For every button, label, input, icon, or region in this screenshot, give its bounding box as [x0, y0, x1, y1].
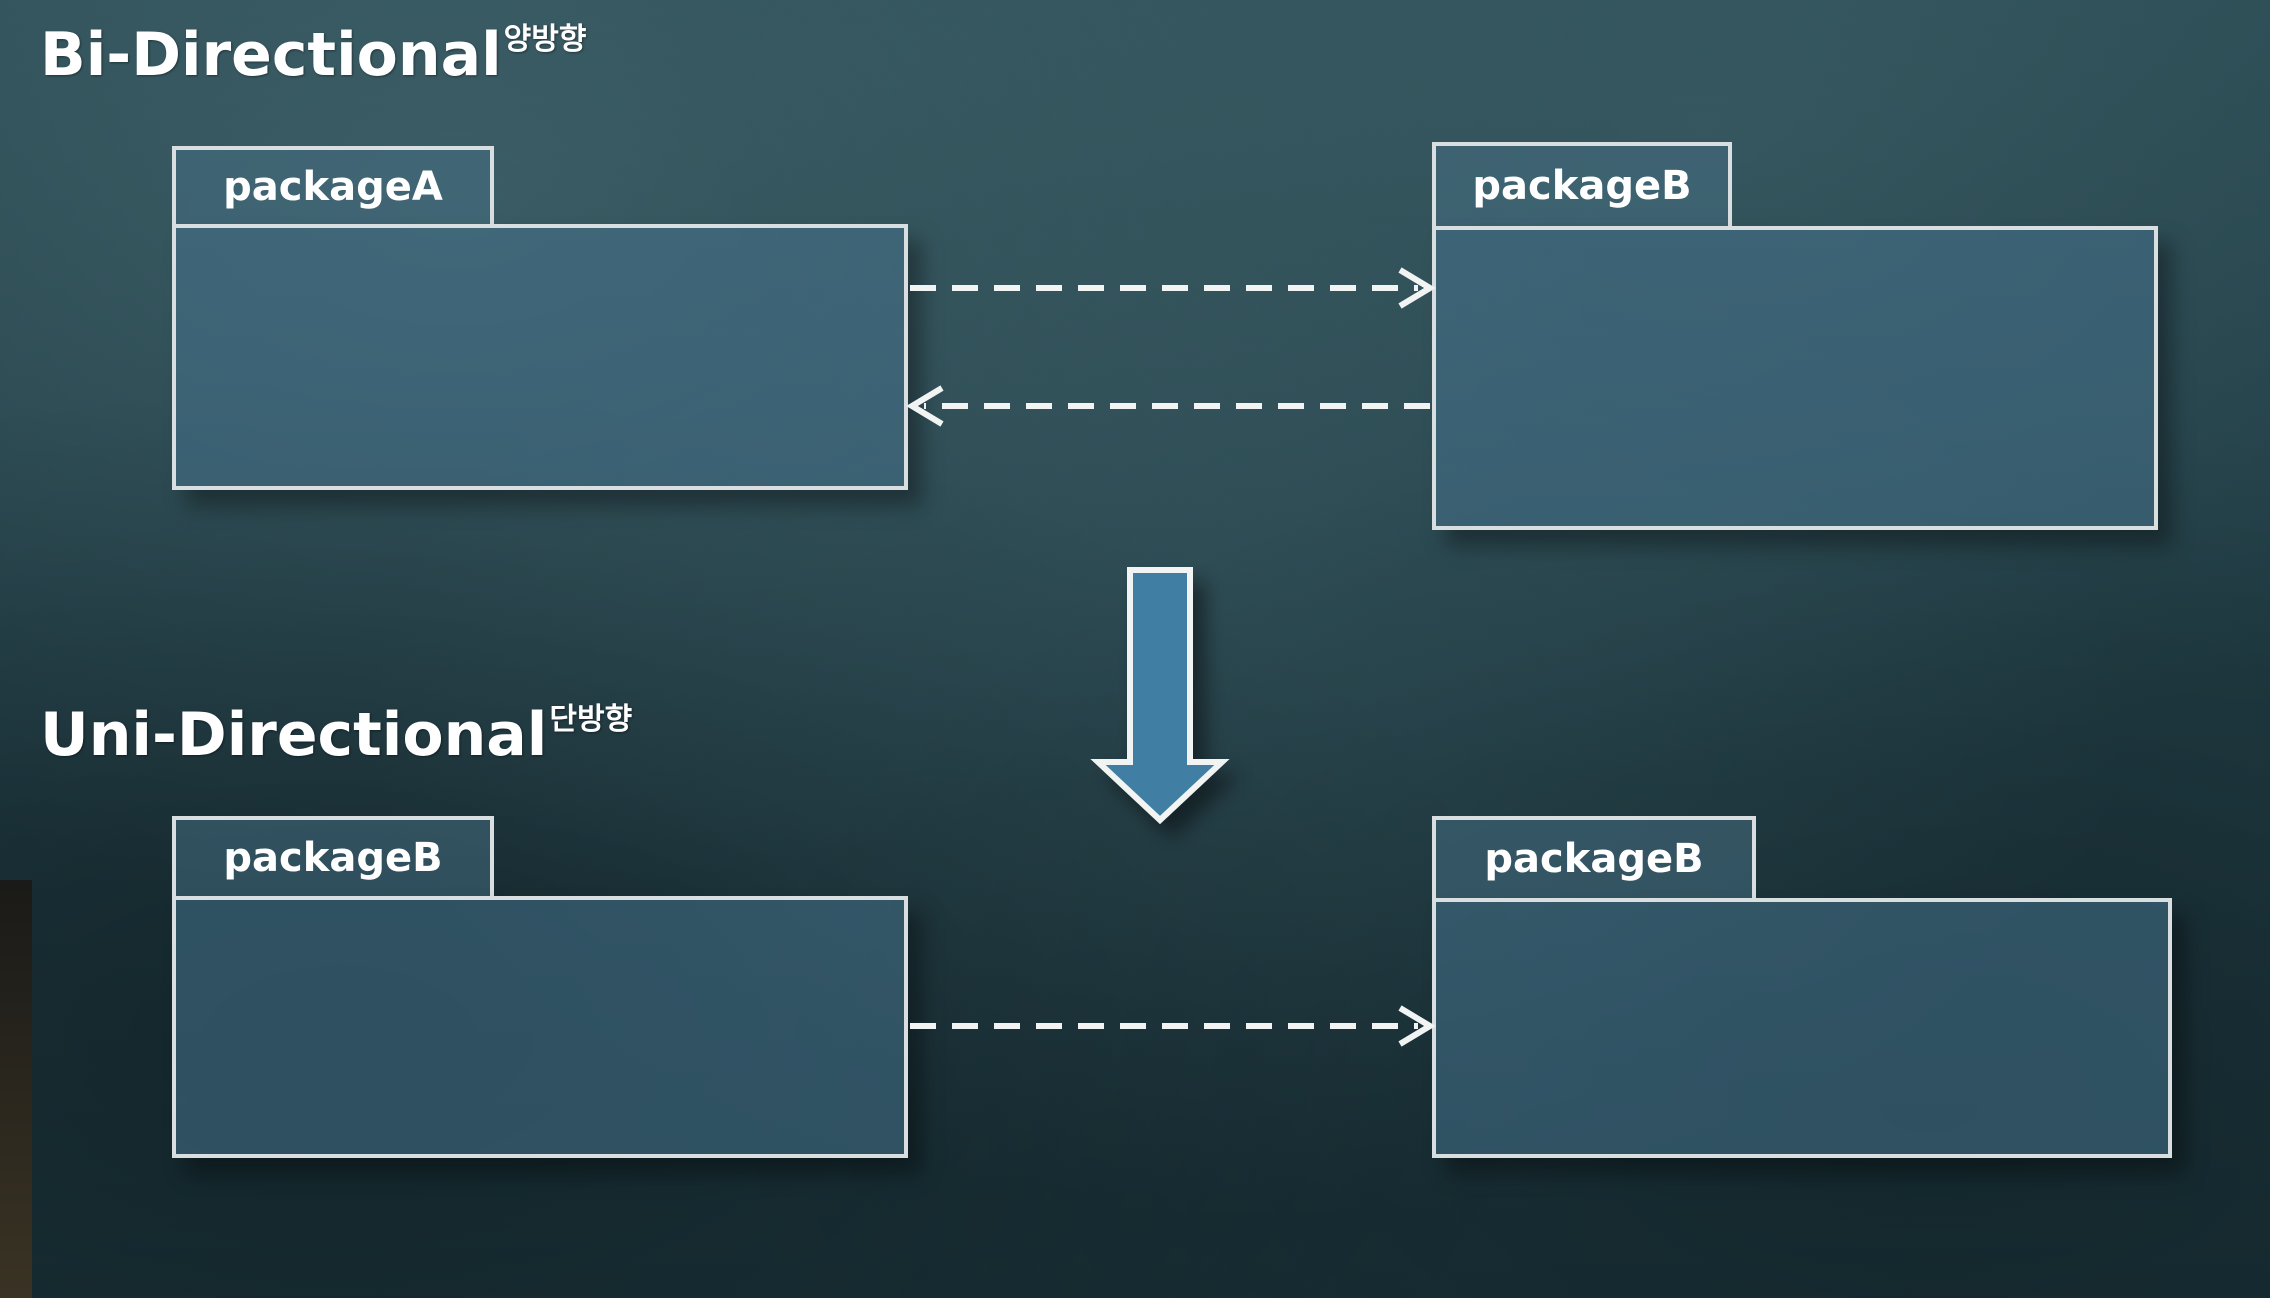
bi-package-b-label: packageB: [1472, 163, 1692, 209]
uni-package-left-tab: packageB: [172, 816, 494, 896]
bi-directional-heading: Bi-Directional양방향: [40, 20, 586, 90]
uni-directional-subtitle: 단방향: [549, 702, 633, 737]
uni-directional-heading: Uni-Directional단방향: [40, 700, 632, 770]
bi-directional-title: Bi-Directional: [40, 20, 502, 90]
uni-package-right: packageB: [1432, 816, 2172, 1158]
uni-package-right-body: [1432, 898, 2172, 1158]
bi-package-b: packageB: [1432, 142, 2158, 530]
uni-package-left: packageB: [172, 816, 908, 1158]
bi-directional-subtitle: 양방향: [503, 22, 587, 57]
dependency-arrow-a-to-b: [910, 267, 1436, 309]
uni-directional-title: Uni-Directional: [40, 700, 548, 770]
bi-package-b-body: [1432, 226, 2158, 530]
uni-package-left-label: packageB: [223, 835, 443, 881]
uni-package-left-body: [172, 896, 908, 1158]
bi-package-a-label: packageA: [223, 164, 443, 210]
dependency-arrow-b-to-a: [906, 385, 1430, 427]
bi-package-a: packageA: [172, 146, 908, 490]
bi-package-a-body: [172, 224, 908, 490]
left-edge-strip: [0, 880, 32, 1298]
uni-package-right-tab: packageB: [1432, 816, 1756, 898]
bi-package-b-tab: packageB: [1432, 142, 1732, 226]
uni-package-right-label: packageB: [1484, 836, 1704, 882]
dependency-arrow-uni: [910, 1005, 1436, 1047]
bi-package-a-tab: packageA: [172, 146, 494, 224]
transition-down-arrow-icon: [1090, 567, 1230, 825]
